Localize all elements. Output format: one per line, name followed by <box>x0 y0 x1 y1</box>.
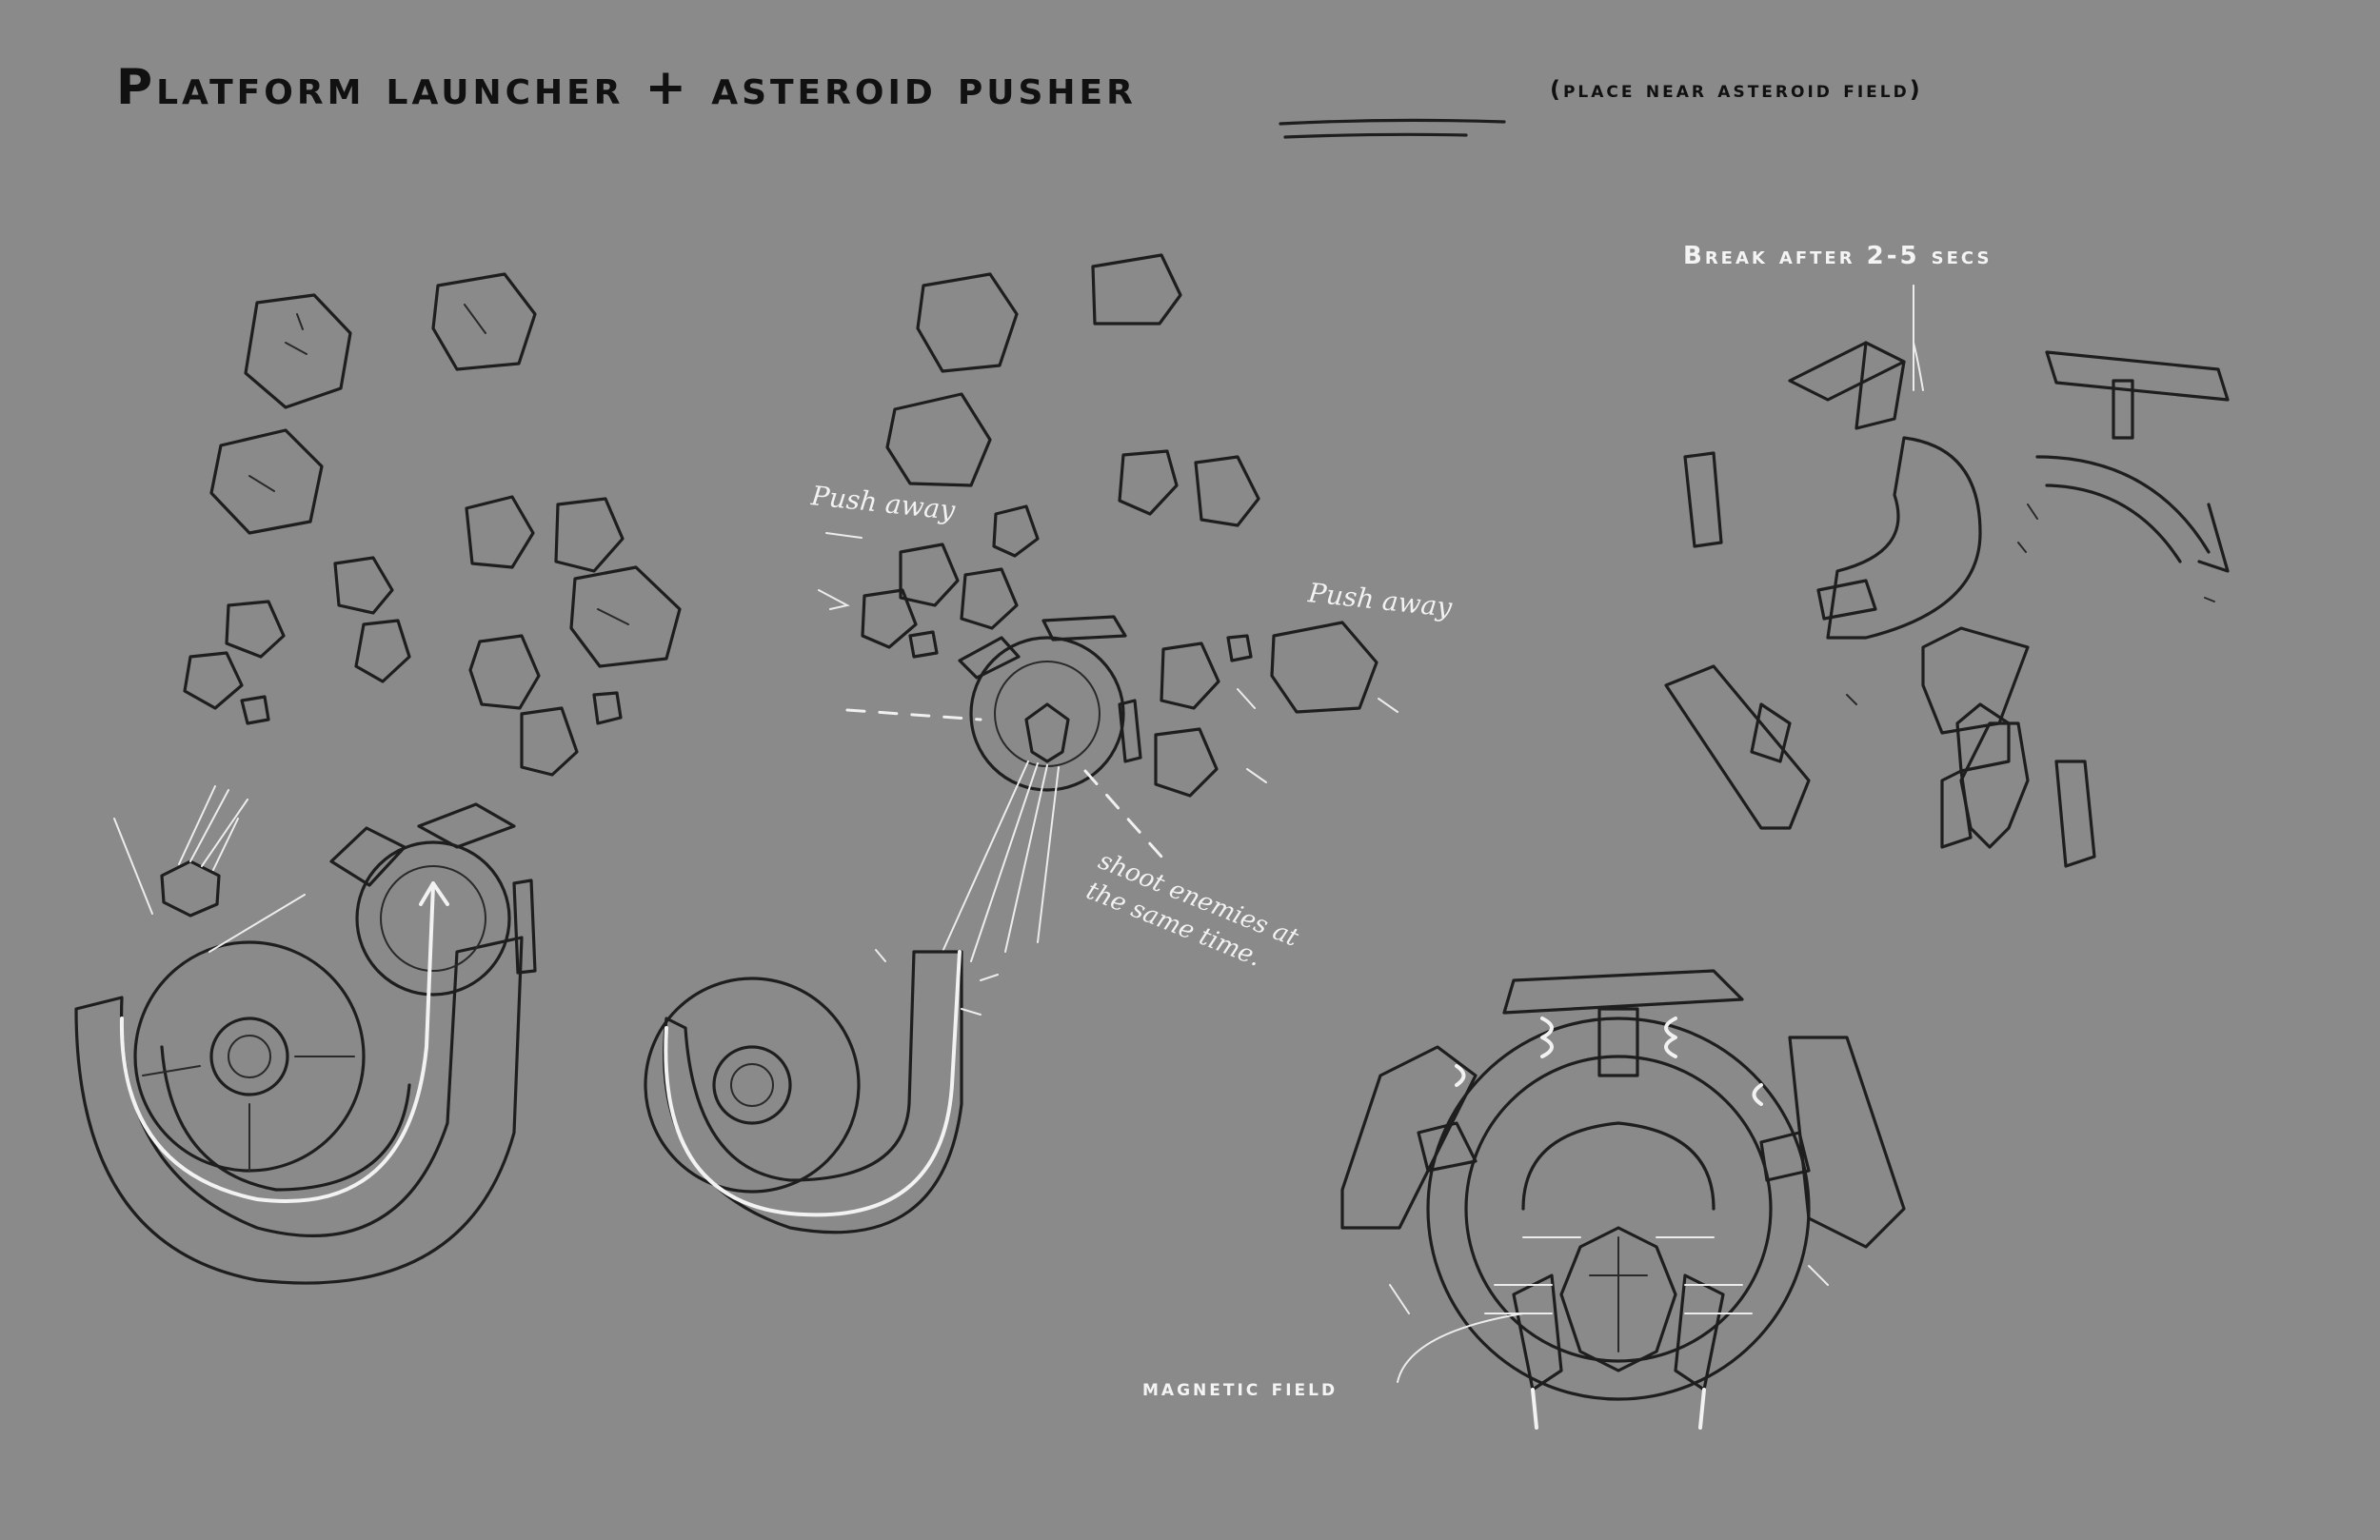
title-underline <box>1279 118 1506 139</box>
asteroid-field-middle <box>861 253 1378 798</box>
break-after-label: Break after 2-5 secs <box>1683 242 1993 270</box>
launcher-left <box>74 785 537 1285</box>
magnetic-field-label: magnetic field <box>1142 1374 1339 1401</box>
broken-platform-top-right <box>1664 285 2230 868</box>
launch-trails-middle <box>818 532 1398 962</box>
sheet-title: Platform launcher + asteroid pusher <box>116 59 1137 116</box>
launcher-middle <box>644 949 999 1234</box>
pusher-platform-middle <box>958 615 1142 792</box>
platform-closeup <box>1340 285 1914 1430</box>
asteroid-field-left <box>183 272 682 777</box>
title-note: (place near asteroid field) <box>1550 76 1923 103</box>
